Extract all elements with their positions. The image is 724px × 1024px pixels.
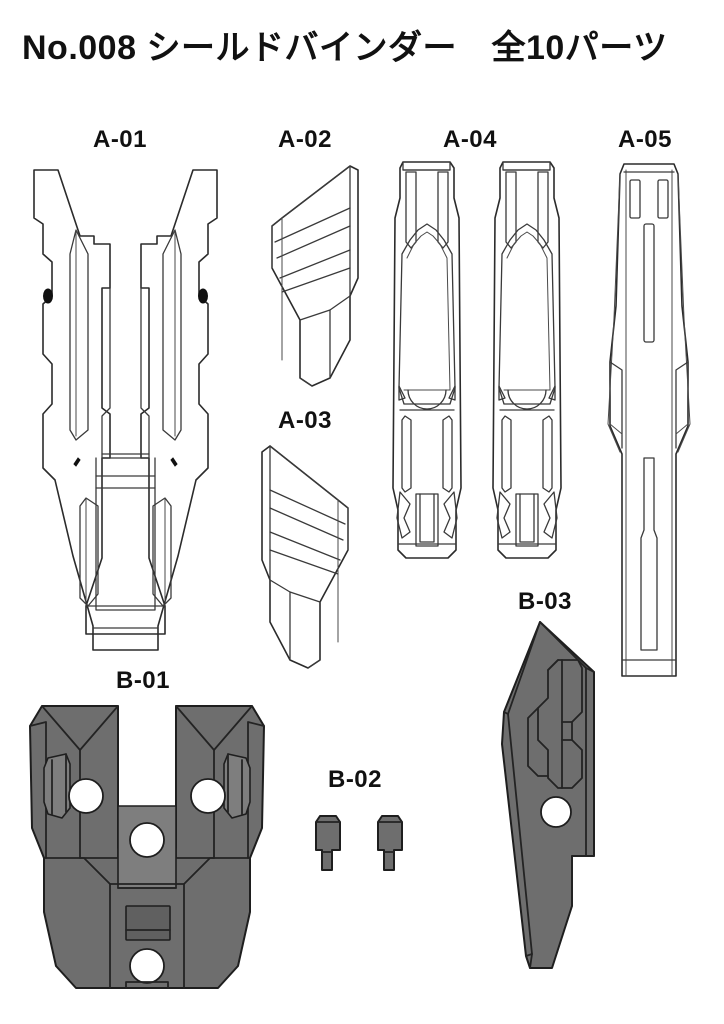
part-drawing-b02-left [315, 815, 341, 871]
part-drawing-a04-right [492, 161, 562, 559]
part-label-a01: A-01 [92, 126, 148, 153]
part-label-a02: A-02 [277, 126, 333, 153]
page-title: No.008 シールドバインダー 全10パーツ [22, 29, 668, 67]
part-label-a04: A-04 [442, 126, 498, 153]
part-label-b01: B-01 [115, 667, 171, 694]
part-label-b03: B-03 [517, 588, 573, 615]
part-drawing-a03 [261, 445, 349, 669]
part-label-b02: B-02 [327, 766, 383, 793]
part-drawing-b01 [29, 705, 265, 989]
part-label-a05: A-05 [617, 126, 673, 153]
part-drawing-a02 [271, 165, 359, 387]
part-drawing-a05 [607, 163, 691, 677]
part-drawing-a01 [33, 169, 218, 651]
part-label-a03: A-03 [277, 407, 333, 434]
part-drawing-b02-right [377, 815, 403, 871]
part-drawing-a04-left [392, 161, 462, 559]
part-drawing-b03 [501, 621, 595, 969]
